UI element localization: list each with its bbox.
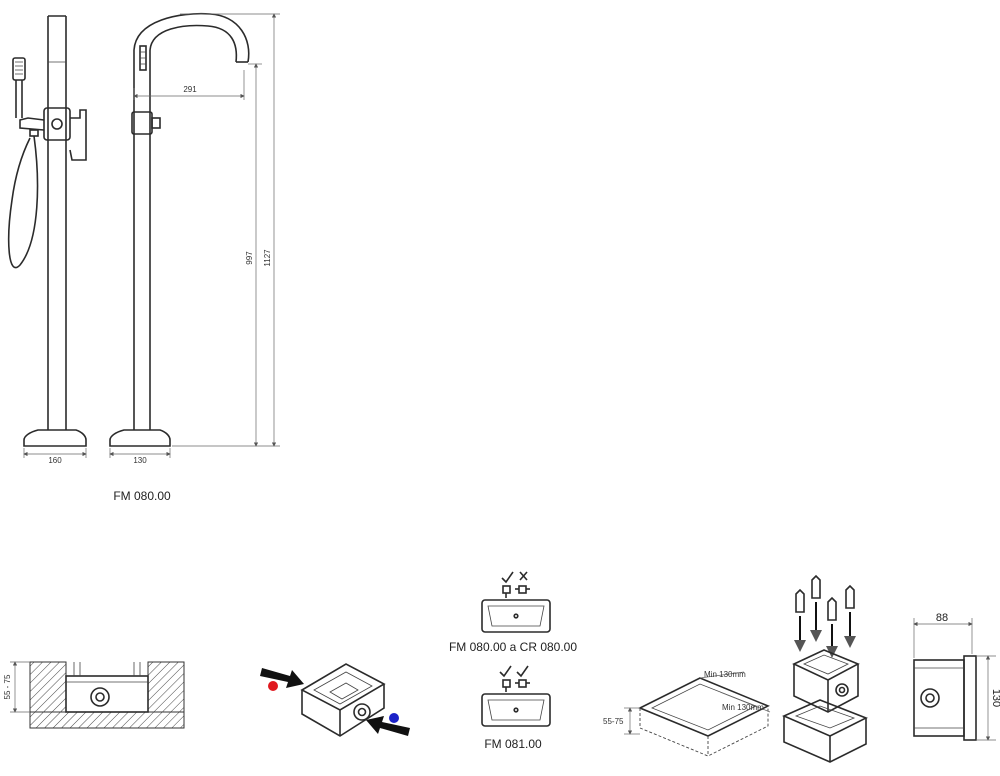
box-height-dim: 130 bbox=[990, 689, 1000, 707]
install-depth-dim: 55 - 75 bbox=[3, 674, 12, 699]
side-base-width-dim: 130 bbox=[133, 456, 147, 465]
supply-connection-diagram bbox=[260, 663, 410, 737]
check-icon bbox=[516, 665, 529, 678]
box-dimensions: 88 130 bbox=[913, 612, 1000, 741]
front-base-width-dim: 160 bbox=[48, 456, 62, 465]
model-label-fm080: FM 080.00 bbox=[113, 489, 171, 503]
recess-length-dim: Min 130mm bbox=[722, 703, 764, 712]
variant-top-label: FM 080.00 a CR 080.00 bbox=[449, 640, 577, 654]
front-view-faucet: 160 bbox=[7, 15, 87, 465]
cross-icon bbox=[519, 571, 528, 581]
side-view-faucet: 291 130 997 1127 bbox=[109, 12, 280, 465]
hot-water-indicator bbox=[268, 681, 278, 691]
spout-reach-dim: 291 bbox=[183, 85, 197, 94]
variant-bottom: FM 081.00 bbox=[481, 665, 551, 751]
install-box-section: 55 - 75 bbox=[3, 661, 185, 729]
check-icon bbox=[499, 665, 512, 678]
outlet-height-dim: 997 bbox=[245, 251, 254, 265]
floor-recess-diagram: Min 130mm Min 130mm 55-75 bbox=[603, 670, 771, 757]
recess-depth-dim: 55-75 bbox=[603, 717, 624, 726]
check-icon bbox=[501, 571, 514, 584]
recess-width-dim: Min 130mm bbox=[704, 670, 746, 679]
box-width-dim: 88 bbox=[936, 612, 948, 624]
variant-bottom-label: FM 081.00 bbox=[484, 737, 542, 751]
variant-top: FM 080.00 a CR 080.00 bbox=[449, 571, 577, 654]
total-height-dim: 1127 bbox=[263, 249, 272, 267]
box-install-with-screws bbox=[782, 574, 868, 763]
cold-water-indicator bbox=[389, 713, 399, 723]
